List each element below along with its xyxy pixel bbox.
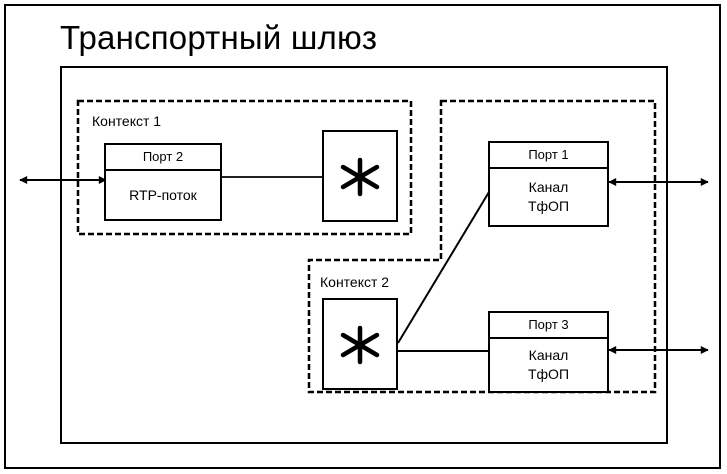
context-2-connection-port-1 (397, 191, 490, 344)
asterisk-icon (340, 157, 380, 197)
context-1-boundary (76, 99, 413, 236)
port-1-name: Порт 1 (490, 143, 607, 169)
asterisk-icon (340, 325, 380, 365)
context-2-switch (322, 298, 398, 390)
port-3-name: Порт 3 (490, 313, 607, 339)
diagram-title: Транспортный шлюз (60, 19, 378, 56)
port-3-body: Канал ТфОП (527, 347, 570, 382)
context-2-boundary (307, 99, 657, 394)
port-1-box: Порт 1 Канал ТфОП (488, 141, 609, 227)
port-2-name: Порт 2 (106, 145, 220, 171)
context-2-label: Контекст 2 (320, 274, 390, 290)
gateway-inner-area (60, 66, 668, 444)
port-2-body: RTP-поток (129, 186, 197, 203)
context-1-label: Контекст 1 (92, 113, 162, 129)
port-2-box: Порт 2 RTP-поток (104, 143, 222, 221)
port-1-body: Канал ТфОП (527, 179, 570, 214)
port-3-box: Порт 3 Канал ТфОП (488, 311, 609, 393)
gateway-frame (4, 4, 721, 469)
context-1-switch (322, 130, 398, 222)
